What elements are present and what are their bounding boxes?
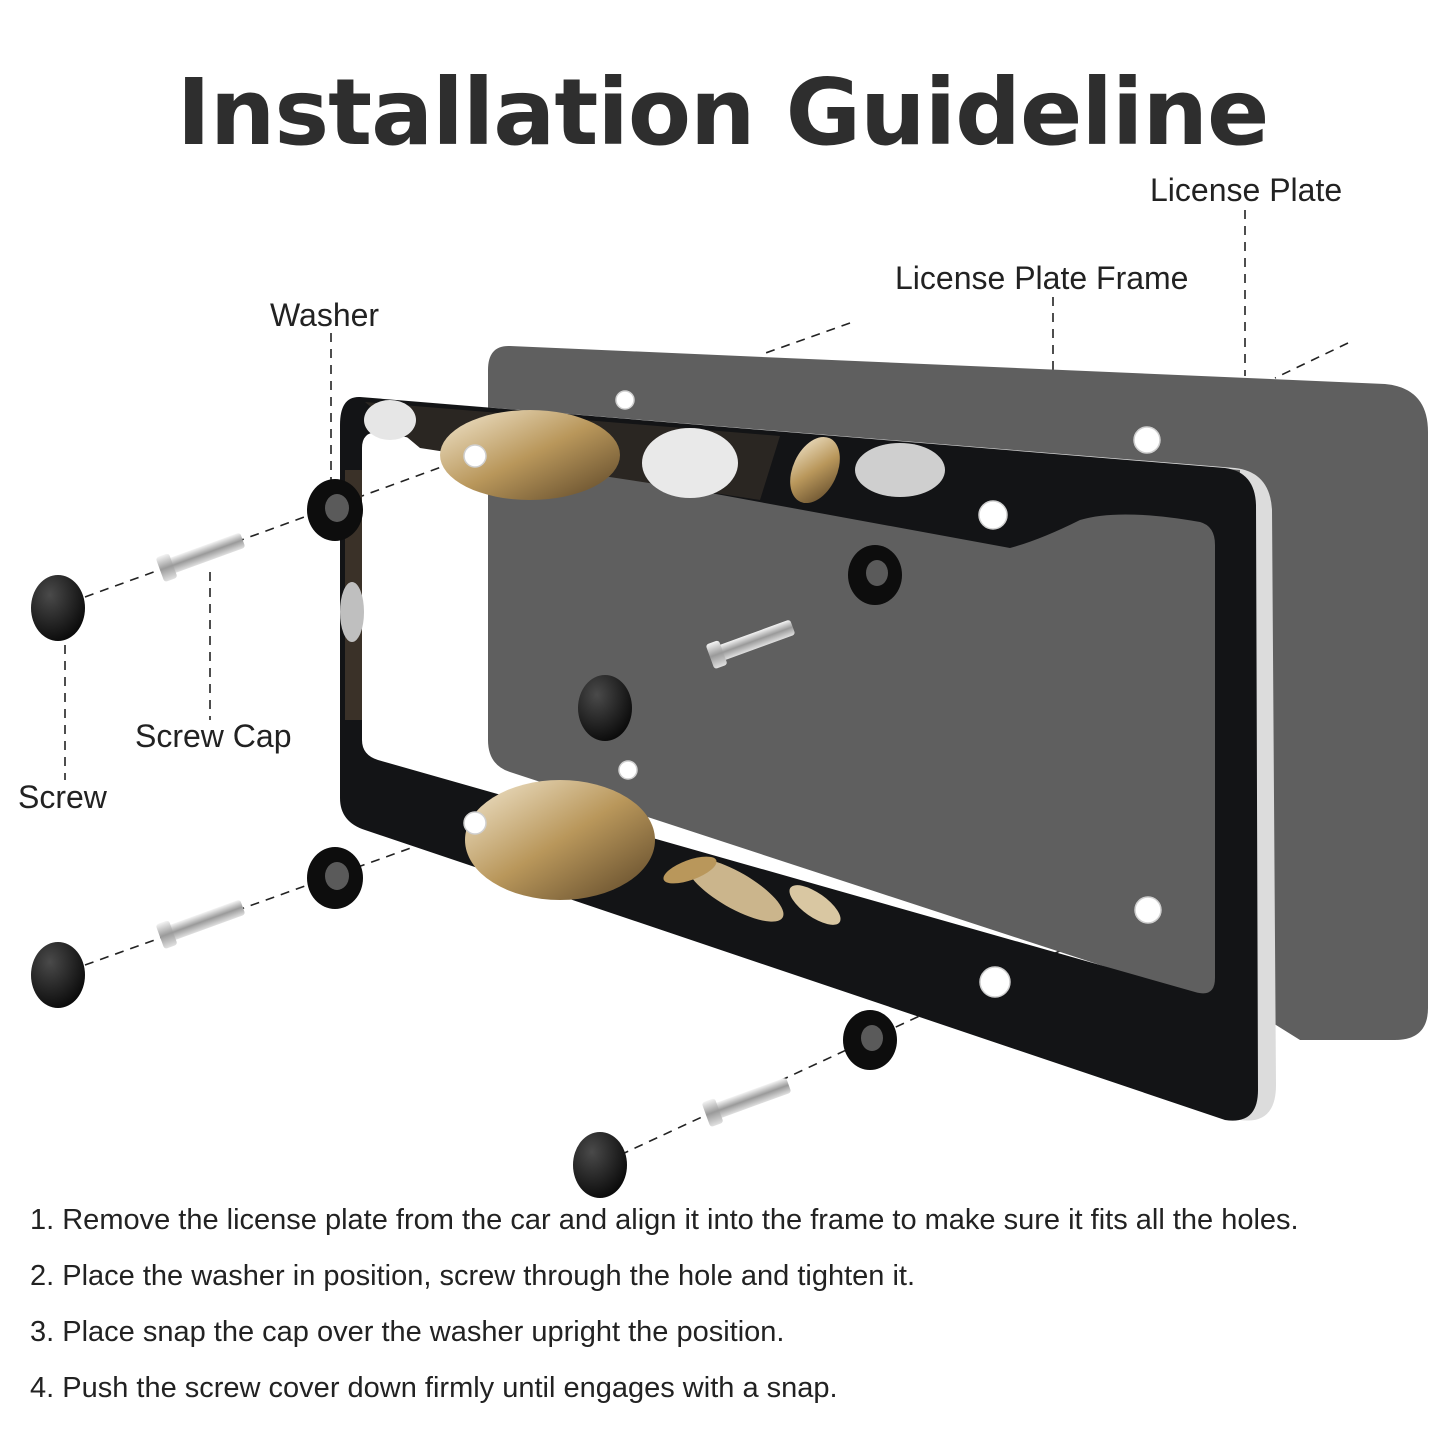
washer (307, 847, 363, 909)
hole (979, 966, 1011, 998)
frame-artwork (340, 400, 945, 925)
washers (307, 479, 902, 1070)
screw-caps (31, 575, 632, 1198)
hole (978, 500, 1008, 530)
screw-cap (31, 942, 85, 1008)
instruction-step: 4. Push the screw cover down firmly unti… (30, 1372, 838, 1404)
hole (618, 760, 638, 780)
screw-cap (31, 575, 85, 641)
label-screw: Screw (18, 779, 107, 815)
label-license-plate-frame: License Plate Frame (895, 260, 1189, 296)
hole (1133, 426, 1161, 454)
hole (615, 390, 635, 410)
washer (848, 545, 902, 605)
instruction-step: 1. Remove the license plate from the car… (30, 1204, 1299, 1236)
instruction-step: 3. Place snap the cap over the washer up… (30, 1316, 785, 1348)
screw (156, 900, 245, 949)
label-washer: Washer (270, 297, 380, 333)
screw-cap (573, 1132, 627, 1198)
hole (1134, 896, 1162, 924)
screws (156, 533, 795, 1127)
screw-cap (578, 675, 632, 741)
instruction-list: 1. Remove the license plate from the car… (30, 1198, 1299, 1422)
hole (463, 444, 487, 468)
washer (307, 479, 363, 541)
washer (843, 1010, 897, 1070)
license-plate-frame (340, 396, 1258, 1121)
hole (463, 811, 487, 835)
screw (706, 620, 795, 669)
screw (156, 533, 245, 582)
label-license-plate: License Plate (1150, 172, 1343, 208)
instruction-step: 2. Place the washer in position, screw t… (30, 1260, 916, 1292)
screw (702, 1078, 791, 1127)
page-title: Installation Guideline (176, 59, 1270, 166)
label-screw-cap: Screw Cap (135, 718, 292, 754)
